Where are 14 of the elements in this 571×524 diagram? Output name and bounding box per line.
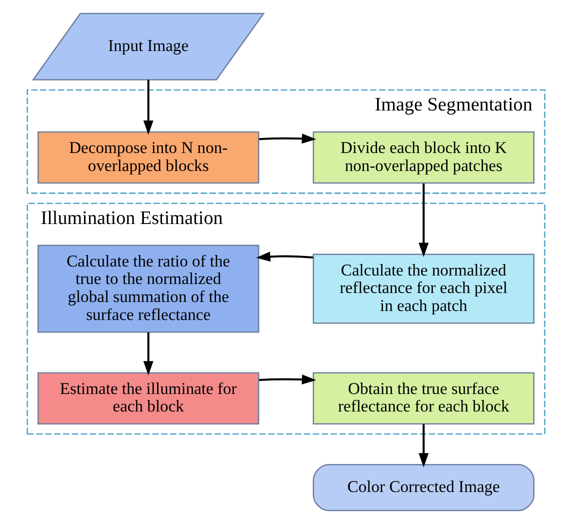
node-box: Estimate the illuminate for each block (36, 372, 259, 424)
arrow (418, 184, 428, 258)
node-box: Calculate the normalized reflectance for each pixel in each patch (312, 254, 534, 324)
node-box: Obtain the true surface reflectance for each block (312, 372, 534, 424)
arrow (142, 80, 153, 135)
arrow (142, 332, 153, 376)
node-box: Calculate the ratio of the true to the normalized global summation of the surface reflectance (36, 244, 259, 333)
arrow (256, 252, 313, 262)
node-box: Decompose into N non-overlapped blocks (36, 131, 259, 184)
arrow (258, 374, 316, 384)
arrow (258, 134, 316, 144)
arrow (418, 424, 428, 468)
node-box: Color Corrected Image (312, 464, 534, 512)
node-box: Divide each block into K non-overlapped patches (312, 131, 534, 184)
